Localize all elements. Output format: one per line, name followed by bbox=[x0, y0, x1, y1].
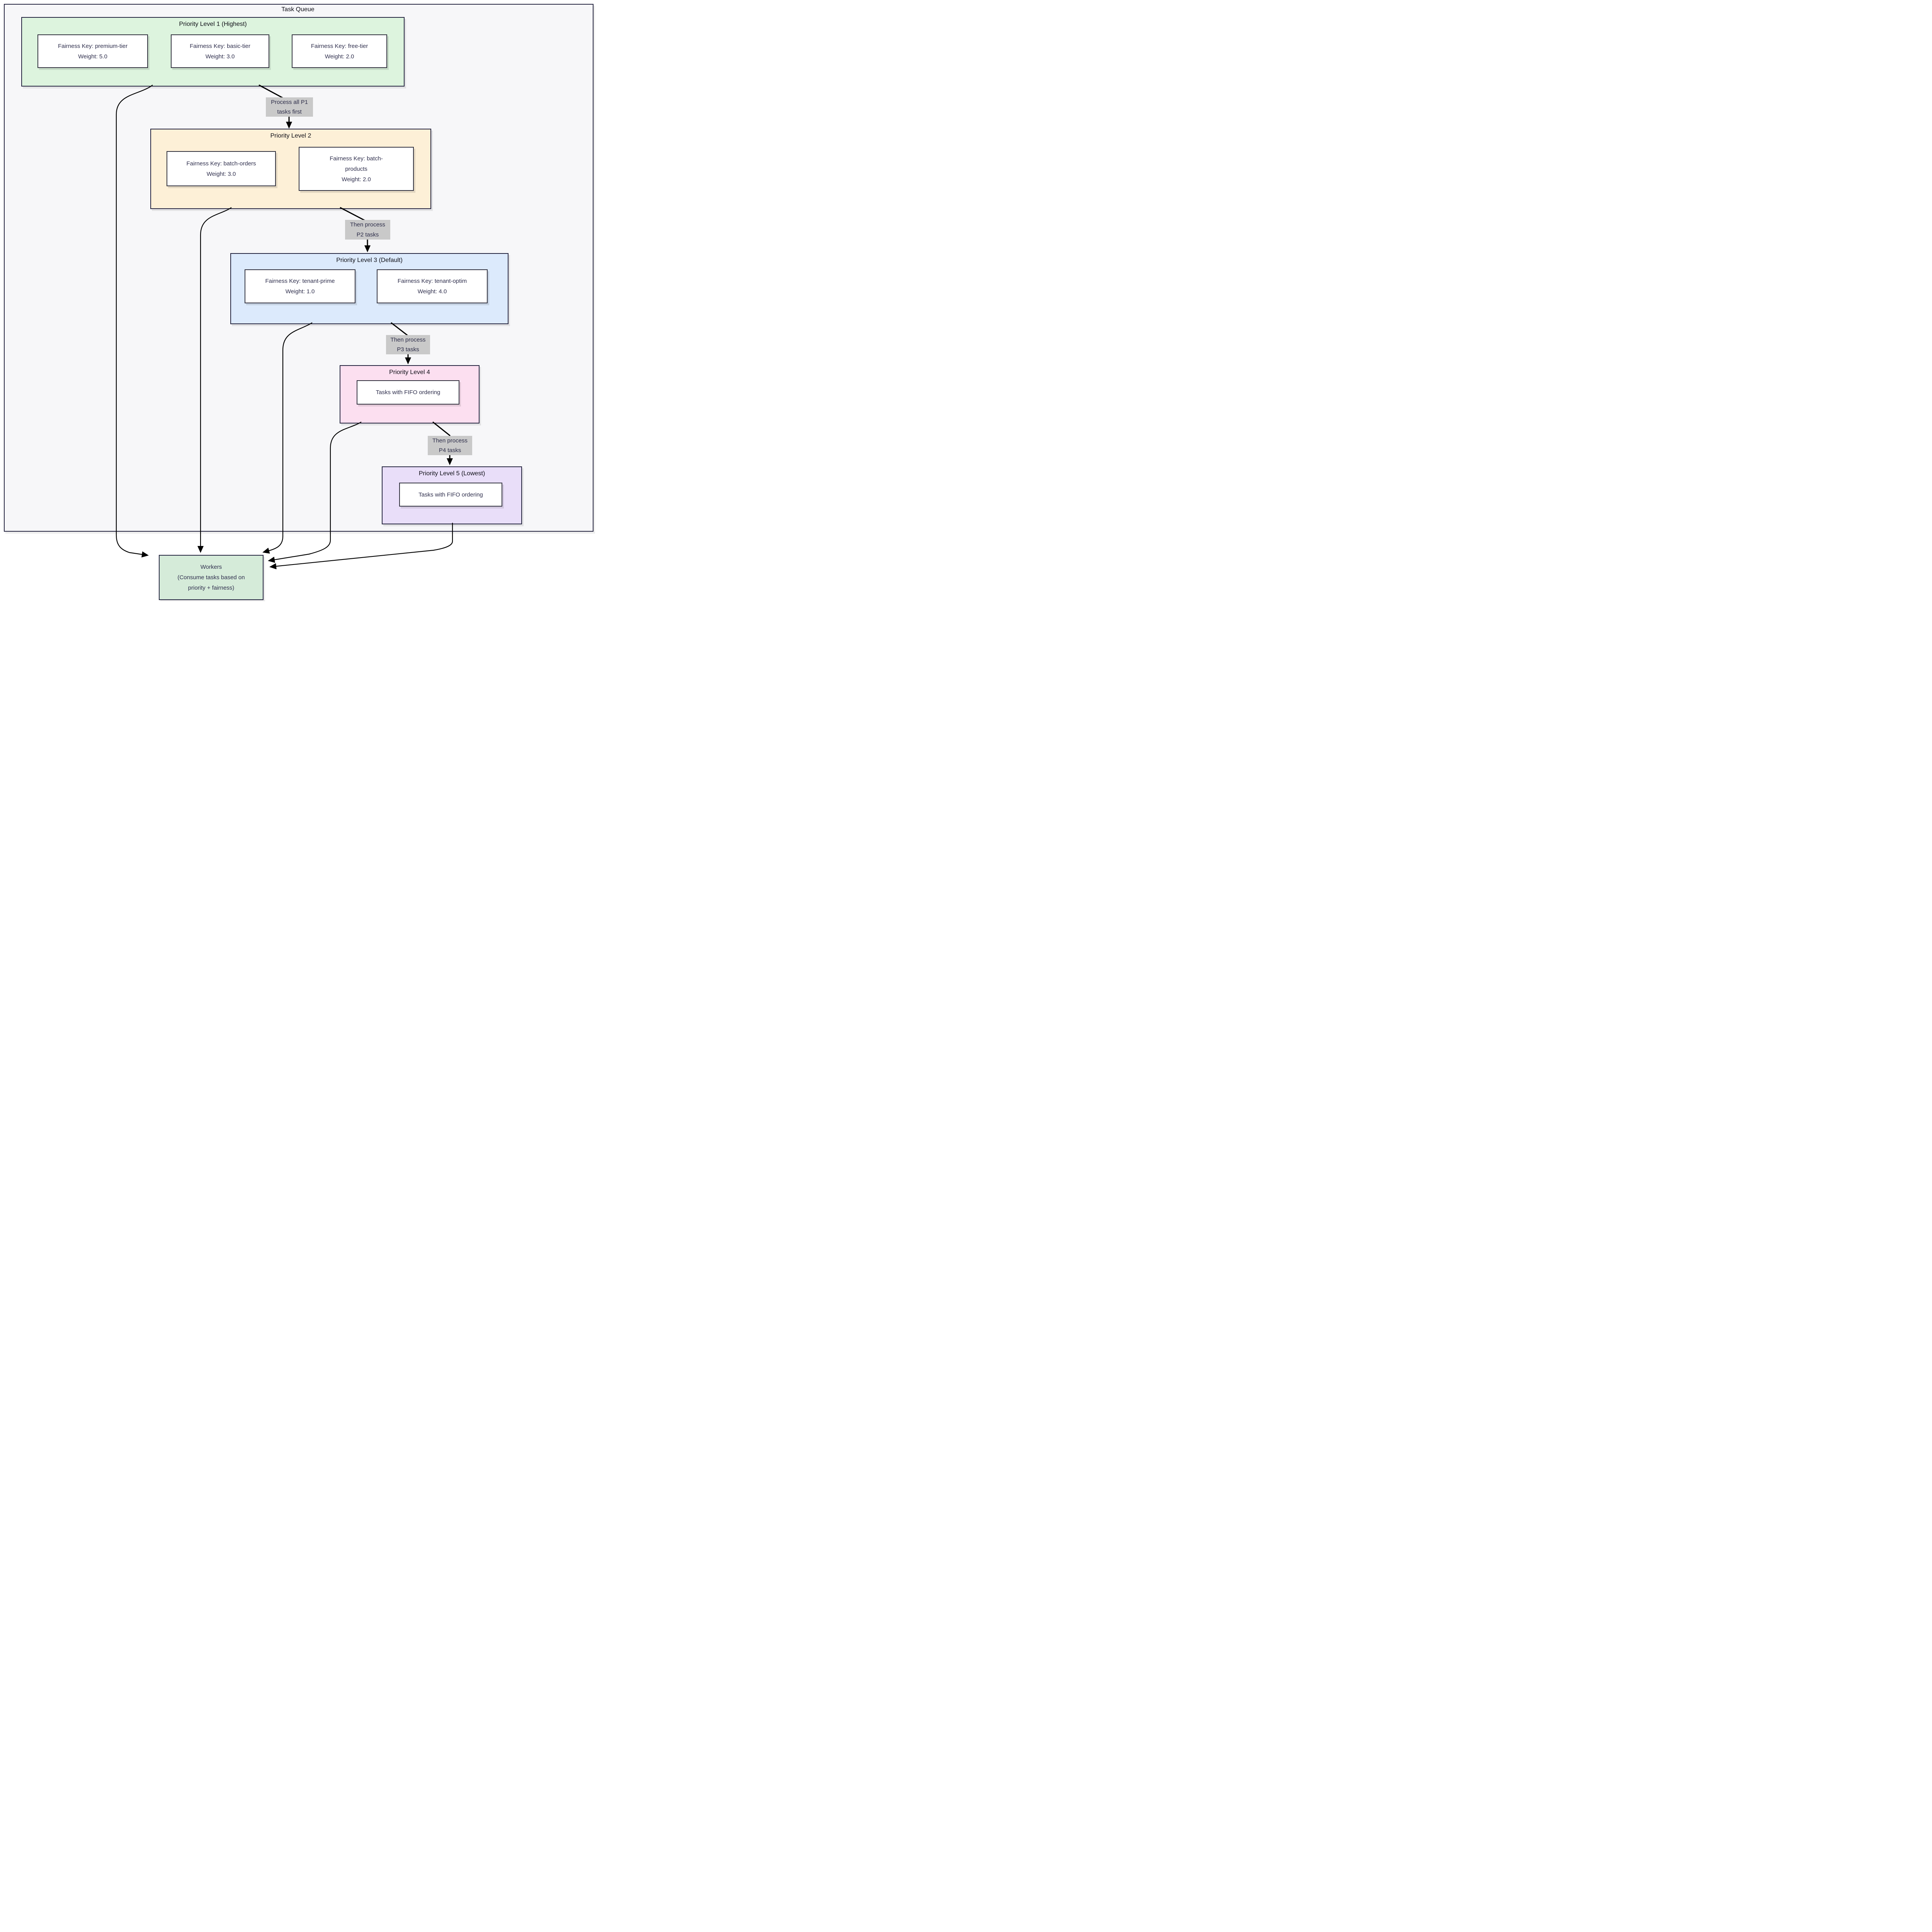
node-tenant-optim: Fairness Key: tenant-optim Weight: 4.0 bbox=[377, 269, 488, 303]
priority-level-1-title: Priority Level 1 (Highest) bbox=[179, 21, 247, 27]
priority-level-4-title: Priority Level 4 bbox=[389, 369, 430, 376]
node-workers: Workers (Consume tasks based on priority… bbox=[159, 555, 264, 600]
node-basic-tier: Fairness Key: basic-tier Weight: 3.0 bbox=[171, 34, 269, 68]
edge-label-p3-p4: Then process P3 tasks bbox=[386, 335, 430, 354]
edge-label-p4-p5: Then process P4 tasks bbox=[428, 436, 472, 455]
node-batch-orders: Fairness Key: batch-orders Weight: 3.0 bbox=[167, 151, 276, 186]
edge-label-p2-p3: Then process P2 tasks bbox=[345, 220, 390, 240]
priority-level-3-title: Priority Level 3 (Default) bbox=[336, 257, 403, 264]
node-premium-tier: Fairness Key: premium-tier Weight: 5.0 bbox=[37, 34, 148, 68]
priority-level-5-title: Priority Level 5 (Lowest) bbox=[418, 470, 485, 477]
node-tenant-prime: Fairness Key: tenant-prime Weight: 1.0 bbox=[245, 269, 355, 303]
edge-label-p1-p2: Process all P1 tasks first bbox=[266, 97, 313, 117]
flowchart-canvas: Task Queue Priority Level 1 (Highest) Fa… bbox=[0, 0, 596, 601]
node-p4-fifo: Tasks with FIFO ordering bbox=[357, 380, 459, 405]
node-p5-fifo: Tasks with FIFO ordering bbox=[399, 483, 502, 507]
task-queue-title: Task Queue bbox=[281, 6, 315, 13]
priority-level-2-title: Priority Level 2 bbox=[270, 133, 311, 139]
node-free-tier: Fairness Key: free-tier Weight: 2.0 bbox=[292, 34, 387, 68]
node-batch-products: Fairness Key: batch- products Weight: 2.… bbox=[299, 147, 414, 191]
